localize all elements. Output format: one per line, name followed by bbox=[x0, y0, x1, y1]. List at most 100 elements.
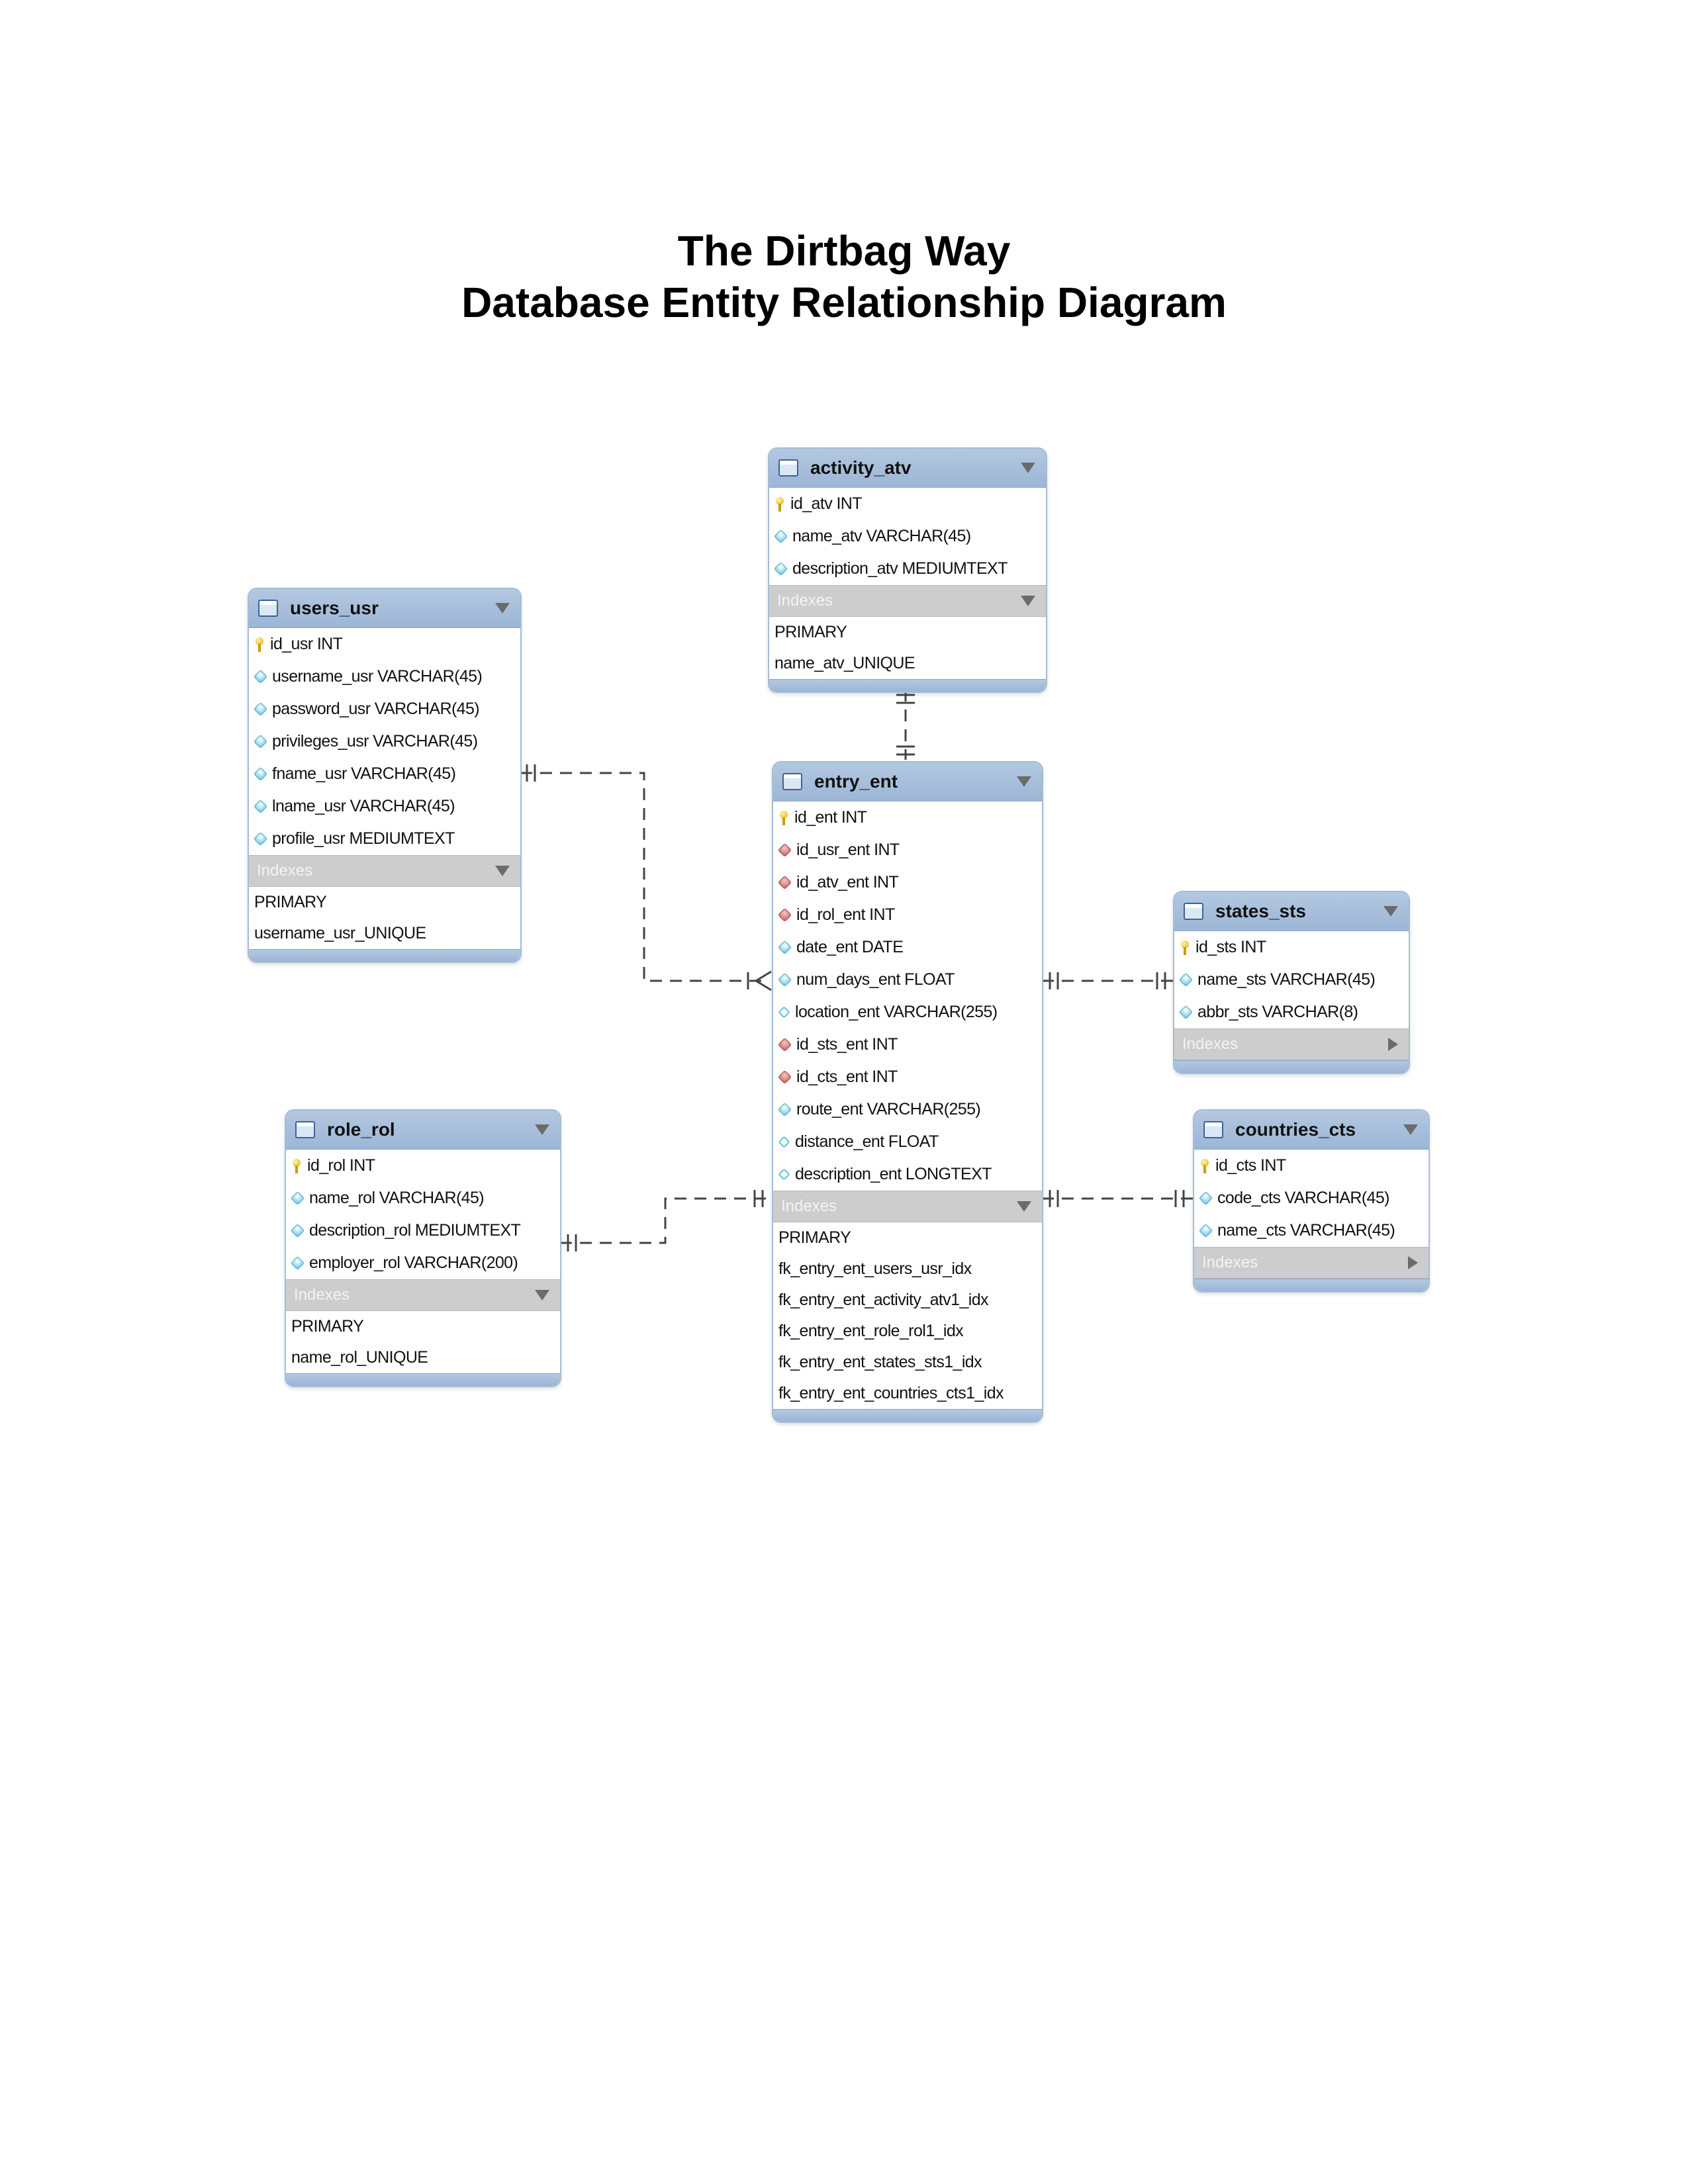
index-row: PRIMARY bbox=[291, 1317, 364, 1336]
column-row: lname_usr VARCHAR(45) bbox=[249, 790, 520, 823]
relationship-entry-states bbox=[1042, 972, 1174, 989]
entity-name: activity_atv bbox=[810, 457, 912, 478]
nullable-column-icon bbox=[778, 1168, 790, 1181]
collapse-triangle-icon[interactable] bbox=[1017, 776, 1031, 787]
column-label: location_ent VARCHAR(255) bbox=[795, 1003, 998, 1021]
entity-role-rol[interactable]: role_rol id_rol INT name_rol VARCHAR(45)… bbox=[285, 1109, 561, 1387]
column-label: id_usr INT bbox=[270, 635, 343, 653]
expand-triangle-icon[interactable] bbox=[1408, 1256, 1418, 1269]
column-icon bbox=[290, 1223, 305, 1238]
collapse-triangle-icon[interactable] bbox=[1403, 1124, 1418, 1135]
column-icon bbox=[777, 940, 792, 955]
column-label: name_sts VARCHAR(45) bbox=[1197, 970, 1376, 989]
entity-header[interactable]: countries_cts bbox=[1194, 1111, 1429, 1150]
entity-header[interactable]: role_rol bbox=[286, 1111, 560, 1150]
column-icon bbox=[253, 734, 268, 749]
index-row: fk_entry_ent_users_usr_idx bbox=[778, 1259, 972, 1278]
diagram-title-line-2: Database Entity Relationship Diagram bbox=[461, 279, 1227, 326]
column-row: description_rol MEDIUMTEXT bbox=[286, 1214, 560, 1247]
column-icon bbox=[253, 799, 268, 814]
entity-footer bbox=[1194, 1279, 1429, 1291]
primary-key-icon bbox=[293, 1158, 301, 1173]
column-label: profile_usr MEDIUMTEXT bbox=[272, 829, 455, 848]
index-row: fk_entry_ent_states_sts1_idx bbox=[778, 1353, 982, 1371]
column-row: route_ent VARCHAR(255) bbox=[773, 1093, 1042, 1126]
column-row: description_ent LONGTEXT bbox=[773, 1158, 1042, 1191]
table-icon bbox=[1203, 1121, 1223, 1138]
column-label: id_usr_ent INT bbox=[796, 841, 900, 859]
column-label: abbr_sts VARCHAR(8) bbox=[1197, 1003, 1358, 1021]
indexes-header[interactable]: Indexes bbox=[286, 1279, 560, 1311]
column-icon bbox=[777, 1102, 792, 1117]
column-row: id_rol_ent INT bbox=[773, 899, 1042, 931]
entity-header[interactable]: activity_atv bbox=[769, 449, 1046, 488]
collapse-triangle-icon[interactable] bbox=[535, 1290, 549, 1300]
column-icon bbox=[253, 669, 268, 684]
entity-name: users_usr bbox=[290, 598, 379, 618]
indexes-label: Indexes bbox=[1202, 1253, 1258, 1271]
index-row: fk_entry_ent_activity_atv1_idx bbox=[778, 1291, 989, 1309]
entity-header[interactable]: entry_ent bbox=[773, 762, 1042, 801]
column-label: name_atv VARCHAR(45) bbox=[792, 527, 971, 545]
collapse-triangle-icon[interactable] bbox=[1021, 463, 1035, 473]
indexes-label: Indexes bbox=[257, 862, 313, 880]
collapse-triangle-icon[interactable] bbox=[1021, 596, 1035, 606]
column-label: id_rol_ent INT bbox=[796, 905, 895, 924]
entity-footer bbox=[773, 1409, 1042, 1422]
column-icon bbox=[253, 831, 268, 846]
entity-users-usr[interactable]: users_usr id_usr INT username_usr VARCHA… bbox=[248, 588, 522, 963]
indexes-header[interactable]: Indexes bbox=[249, 855, 520, 887]
column-row: username_usr VARCHAR(45) bbox=[249, 660, 520, 693]
nullable-column-icon bbox=[778, 1006, 790, 1019]
table-icon bbox=[258, 600, 278, 617]
column-label: id_sts INT bbox=[1196, 938, 1266, 956]
collapse-triangle-icon[interactable] bbox=[1017, 1201, 1031, 1212]
column-label: num_days_ent FLOAT bbox=[796, 970, 955, 989]
column-row: location_ent VARCHAR(255) bbox=[773, 996, 1042, 1028]
column-icon bbox=[773, 561, 788, 576]
expand-triangle-icon[interactable] bbox=[1388, 1038, 1398, 1051]
column-label: employer_rol VARCHAR(200) bbox=[309, 1253, 518, 1272]
column-label: description_ent LONGTEXT bbox=[795, 1165, 992, 1183]
entity-countries-cts[interactable]: countries_cts id_cts INT code_cts VARCHA… bbox=[1193, 1109, 1430, 1293]
foreign-key-icon bbox=[777, 875, 792, 890]
foreign-key-icon bbox=[777, 1037, 792, 1052]
column-row: num_days_ent FLOAT bbox=[773, 964, 1042, 996]
column-row: abbr_sts VARCHAR(8) bbox=[1174, 996, 1409, 1028]
indexes-header[interactable]: Indexes bbox=[1194, 1247, 1429, 1279]
indexes-label: Indexes bbox=[781, 1197, 837, 1215]
column-row: privileges_usr VARCHAR(45) bbox=[249, 725, 520, 758]
column-label: lname_usr VARCHAR(45) bbox=[272, 797, 455, 815]
collapse-triangle-icon[interactable] bbox=[495, 866, 510, 876]
column-label: name_cts VARCHAR(45) bbox=[1217, 1221, 1395, 1240]
table-icon bbox=[295, 1121, 315, 1138]
column-row: id_cts INT bbox=[1194, 1150, 1429, 1182]
entity-states-sts[interactable]: states_sts id_sts INT name_sts VARCHAR(4… bbox=[1173, 891, 1410, 1074]
relationship-users-entry bbox=[520, 764, 772, 991]
entity-header[interactable]: states_sts bbox=[1174, 892, 1409, 931]
relationship-activity-entry bbox=[896, 690, 915, 760]
foreign-key-icon bbox=[777, 1069, 792, 1085]
entity-footer bbox=[1174, 1060, 1409, 1073]
column-label: username_usr VARCHAR(45) bbox=[272, 667, 483, 686]
collapse-triangle-icon[interactable] bbox=[495, 603, 510, 614]
collapse-triangle-icon[interactable] bbox=[535, 1124, 549, 1135]
column-row: description_atv MEDIUMTEXT bbox=[769, 553, 1046, 585]
collapse-triangle-icon[interactable] bbox=[1383, 906, 1398, 917]
column-icon bbox=[1178, 972, 1194, 987]
column-label: privileges_usr VARCHAR(45) bbox=[272, 732, 478, 751]
column-icon bbox=[290, 1191, 305, 1206]
column-row: id_cts_ent INT bbox=[773, 1061, 1042, 1093]
column-row: id_ent INT bbox=[773, 801, 1042, 834]
entity-header[interactable]: users_usr bbox=[249, 589, 520, 628]
indexes-header[interactable]: Indexes bbox=[1174, 1028, 1409, 1060]
indexes-header[interactable]: Indexes bbox=[773, 1191, 1042, 1222]
entity-activity-atv[interactable]: activity_atv id_atv INT name_atv VARCHAR… bbox=[768, 447, 1047, 693]
entity-footer bbox=[249, 949, 520, 962]
column-icon bbox=[773, 529, 788, 544]
entity-entry-ent[interactable]: entry_ent id_ent INT id_usr_ent INT id_a… bbox=[772, 761, 1043, 1423]
column-row: name_atv VARCHAR(45) bbox=[769, 520, 1046, 553]
indexes-header[interactable]: Indexes bbox=[769, 585, 1046, 617]
column-icon bbox=[1198, 1191, 1213, 1206]
index-row: fk_entry_ent_countries_cts1_idx bbox=[778, 1384, 1004, 1402]
